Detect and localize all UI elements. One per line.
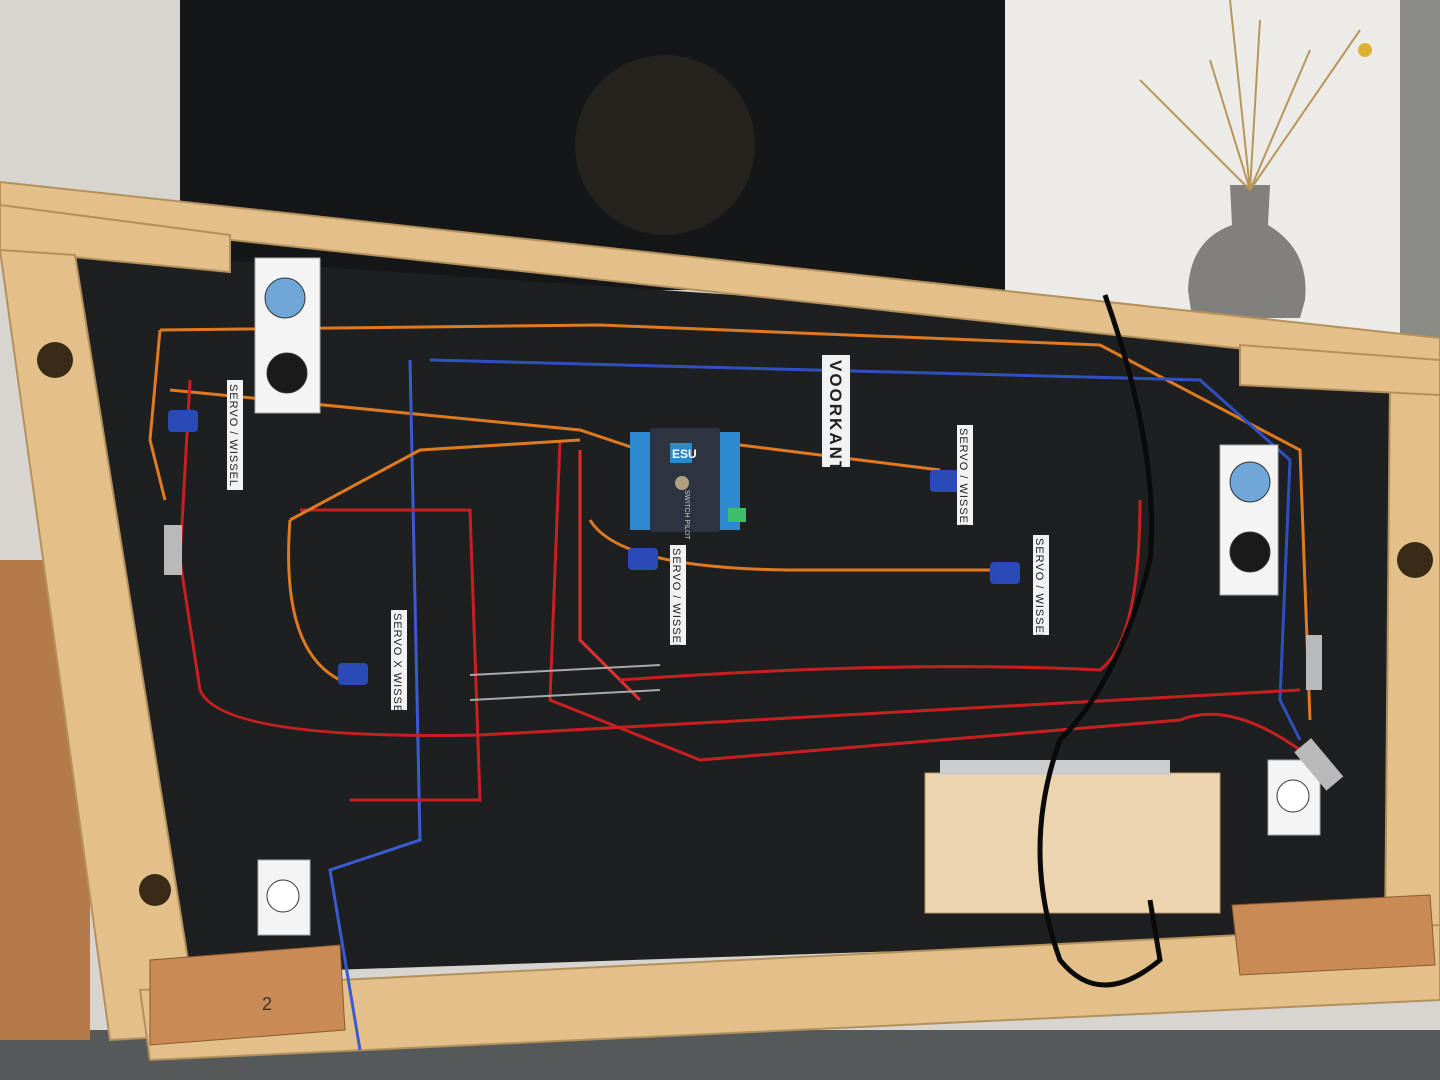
terminal-block bbox=[728, 508, 746, 522]
xlr-plug bbox=[1306, 635, 1322, 690]
servo-label-1-text: SERVO / WISSEL 1 bbox=[1033, 538, 1045, 652]
servo-label-5-text: SERVO / WISSEL 5 bbox=[227, 384, 239, 498]
servo-label-2-text: SERVO / WISSEL 2 bbox=[957, 428, 969, 542]
xlr-plug bbox=[1294, 738, 1344, 791]
frame-hole bbox=[1397, 542, 1433, 578]
servo-label-1: SERVO / WISSEL 1 bbox=[1033, 535, 1049, 652]
xlr-plug bbox=[164, 525, 182, 575]
servo-label-3: SERVO / WISSEL 3 bbox=[670, 545, 686, 662]
curtain bbox=[1400, 0, 1440, 340]
servo-label-5: SERVO / WISSEL 5 bbox=[227, 380, 243, 498]
frame-hole bbox=[139, 874, 171, 906]
pallet-blocks bbox=[149, 894, 1436, 1046]
servo-icon bbox=[168, 410, 1020, 685]
tv-reflection bbox=[575, 55, 755, 235]
module-knob bbox=[675, 476, 689, 490]
servo-label-2: SERVO / WISSEL 2 bbox=[957, 425, 973, 542]
frame-hole bbox=[37, 342, 73, 378]
switchpilot-module: ESU SWITCH PILOT bbox=[630, 428, 746, 541]
xlr-connector-icon bbox=[264, 277, 1310, 913]
module-brand: ESU bbox=[672, 447, 697, 461]
front-label-text: VOORKANT bbox=[826, 360, 845, 473]
power-supply-box bbox=[924, 772, 1221, 914]
servo-label-4: SERVO X WISSEL 4 bbox=[391, 610, 407, 731]
wooden-frame bbox=[0, 180, 1440, 1062]
power-supply bbox=[940, 760, 1170, 775]
vase-icon bbox=[1139, 0, 1372, 318]
servo-label-4-text: SERVO X WISSEL 4 bbox=[391, 613, 403, 731]
pallet-number: 2 bbox=[262, 994, 272, 1014]
module-model: SWITCH PILOT bbox=[683, 490, 690, 541]
servo-label-3-text: SERVO / WISSEL 3 bbox=[670, 548, 682, 662]
esu-logo bbox=[670, 443, 692, 463]
front-label: VOORKANT bbox=[822, 355, 850, 473]
wiring bbox=[148, 294, 1312, 1051]
